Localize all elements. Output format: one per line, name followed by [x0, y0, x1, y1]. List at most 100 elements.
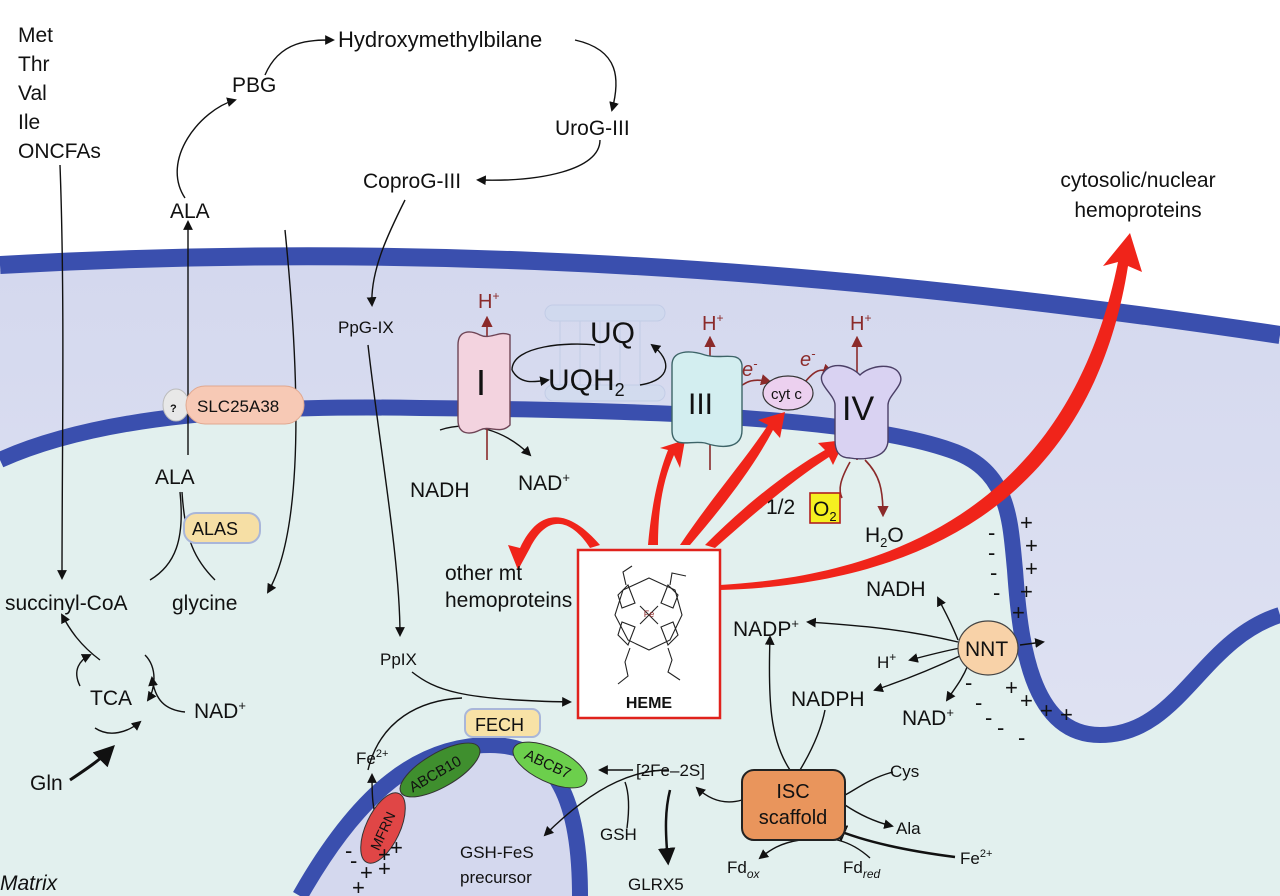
cys-label: Cys [890, 762, 919, 781]
membrane-charges: -+ -+ -+ -+ + -+ -+ -+ -+ - -- ++ ++ + [345, 510, 1073, 896]
other-mt-line1: other mt [445, 562, 522, 585]
tca-label: TCA [90, 687, 132, 710]
cytochrome-c [762, 375, 814, 411]
cyt-c-label: cyt c [771, 386, 802, 403]
cytosolic-line2: hemoproteins [1074, 199, 1201, 222]
isc-scaffold [741, 769, 846, 841]
electron-1: e- [742, 356, 758, 381]
coprog-label: CoproG-III [363, 170, 461, 193]
svg-text:+: + [378, 842, 391, 867]
uqh2-label: UQH2 [548, 364, 625, 400]
fech-enzyme [464, 708, 541, 738]
fd-red-label: Fdred [843, 858, 881, 881]
amino-acid-met: Met [18, 24, 53, 47]
urog-label: UroG-III [555, 117, 630, 140]
lipid-bilayer [544, 304, 666, 402]
svg-text:+: + [1025, 556, 1038, 581]
abcb7-transporter [512, 741, 588, 789]
nad-label: NAD+ [518, 470, 570, 495]
svg-text:+: + [1005, 675, 1018, 700]
amino-acid-list: Met Thr Val Ile ONCFAs [18, 24, 101, 163]
svg-text:+: + [1020, 688, 1033, 713]
electron-2: e- [800, 346, 816, 371]
gsh-fes-line1: GSH-FeS [460, 843, 534, 862]
svg-text:-: - [975, 690, 982, 715]
nnt-label: NNT [965, 638, 1008, 661]
fech-label: FECH [475, 715, 524, 735]
svg-text:-: - [997, 715, 1004, 740]
isc-line1: ISC [776, 781, 809, 803]
nnt-nad-label: NAD+ [902, 705, 954, 730]
nadp-label: NADP+ [733, 616, 799, 641]
complex-iv-label: IV [842, 390, 874, 428]
hmb-label: Hydroxymethylbilane [338, 27, 542, 52]
pbg-label: PBG [232, 74, 276, 97]
amino-acid-ile: Ile [18, 111, 40, 134]
fe-label: Fe2+ [356, 748, 388, 768]
svg-text:-: - [965, 670, 972, 695]
outer-membrane [0, 247, 1280, 344]
svg-text:+: + [1025, 533, 1038, 558]
gsh-fes-line2: precursor [460, 868, 532, 887]
uq-label: UQ [590, 317, 635, 350]
slc25a38-transporter [185, 385, 305, 425]
nadph-label: NADPH [791, 688, 865, 711]
heme-box [576, 548, 722, 720]
half-label: 1/2 [766, 496, 795, 519]
cytosolic-line1: cytosolic/nuclear [1060, 169, 1215, 192]
heme-structure-icon [614, 565, 687, 685]
glycine-label: glycine [172, 592, 237, 615]
matrix-label: Matrix [0, 872, 59, 895]
svg-text:-: - [350, 848, 357, 873]
slc25a38-label: SLC25A38 [197, 397, 279, 416]
nnt-h-label: H+ [877, 650, 896, 672]
svg-text:-: - [990, 560, 997, 585]
svg-text:+: + [378, 856, 391, 881]
nnt-nadh-label: NADH [866, 578, 926, 601]
svg-text:+: + [1012, 600, 1025, 625]
succinyl-coa-label: succinyl-CoA [5, 592, 128, 615]
complex-iv [820, 364, 902, 460]
heme-export-arrows [508, 233, 1142, 590]
nadh-label: NADH [410, 479, 470, 502]
svg-text:-: - [345, 838, 352, 863]
complex-i-label: I [476, 362, 486, 403]
svg-text:-: - [993, 580, 1000, 605]
other-mt-line2: hemoproteins [445, 589, 572, 612]
glrx5-label: GLRX5 [628, 875, 684, 894]
gsh-label: GSH [600, 825, 637, 844]
svg-text:+: + [352, 875, 365, 896]
o2-label: O2 [813, 498, 837, 524]
nad-tca-label: NAD+ [194, 698, 246, 723]
h-plus-complex-i: H+ [478, 289, 499, 313]
complex-i [457, 331, 511, 434]
alas-label: ALAS [192, 519, 238, 539]
h-plus-complex-iii: H+ [702, 311, 723, 335]
ala-isc-label: Ala [896, 819, 921, 838]
unknown-transporter-label: ? [170, 403, 177, 415]
complex-iii [671, 351, 743, 448]
amino-acid-thr: Thr [18, 53, 50, 76]
svg-text:-: - [988, 520, 995, 545]
fd-ox-label: Fdox [727, 858, 761, 881]
ppix-label: PpIX [380, 650, 417, 669]
amino-acid-val: Val [18, 82, 47, 105]
heme-label: HEME [626, 695, 673, 712]
h-plus-complex-iv: H+ [850, 311, 871, 335]
h2o-label: H2O [865, 524, 904, 550]
fe-center-label: Fe [644, 609, 655, 619]
nnt-protein [957, 620, 1019, 676]
svg-text:-: - [985, 705, 992, 730]
complex-iii-label: III [688, 388, 713, 421]
o2-box [809, 492, 841, 524]
gln-label: Gln [30, 772, 63, 795]
svg-text:+: + [1040, 698, 1053, 723]
svg-text:+: + [390, 835, 403, 860]
svg-text:+: + [1020, 579, 1033, 604]
ala-matrix-label: ALA [155, 466, 195, 489]
ppg-label: PpG-IX [338, 318, 394, 337]
svg-text:+: + [360, 860, 373, 885]
fe2s2-label: [2Fe–2S] [636, 761, 705, 780]
fe2-isc-label: Fe2+ [960, 848, 992, 868]
